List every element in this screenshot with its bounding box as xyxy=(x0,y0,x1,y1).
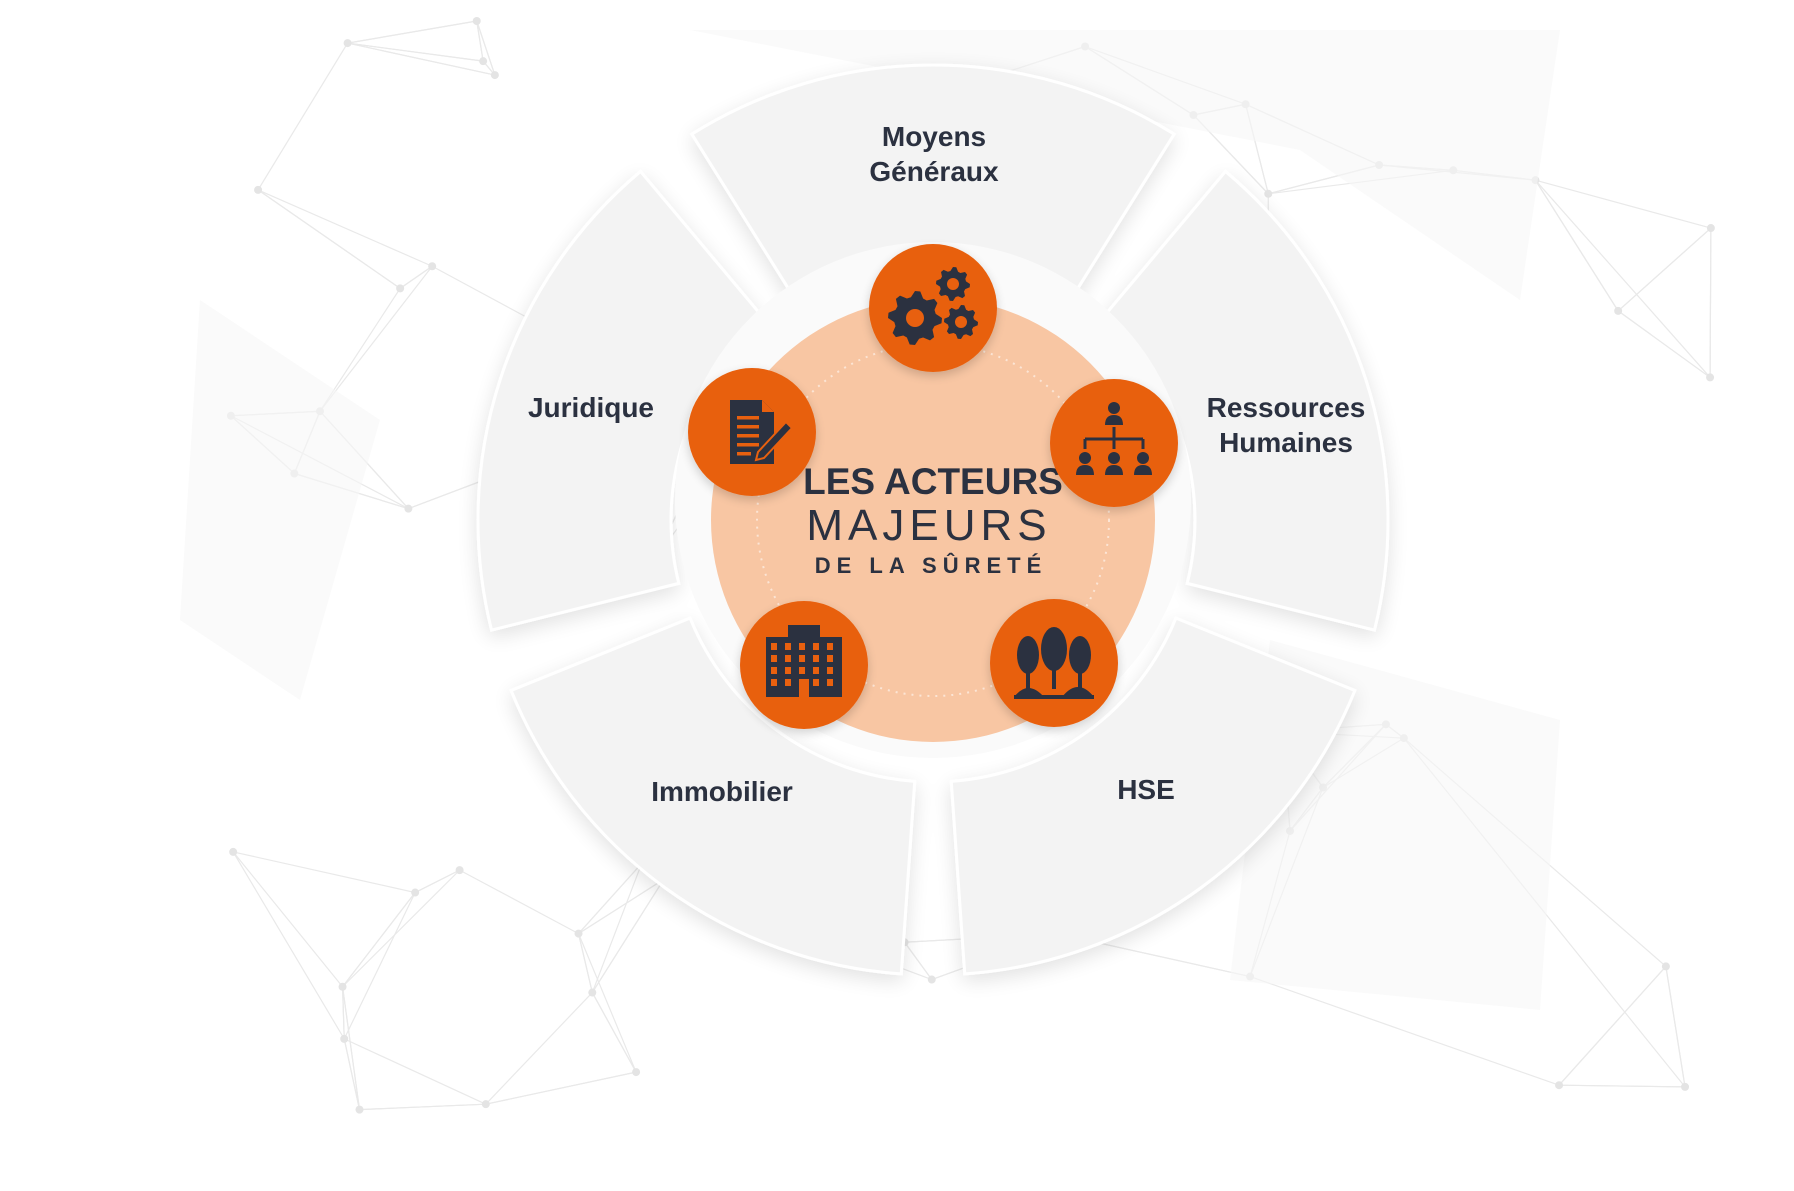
network-line xyxy=(348,43,484,61)
network-line xyxy=(579,863,642,933)
network-line xyxy=(344,1039,359,1110)
network-node xyxy=(404,505,412,513)
network-line xyxy=(360,1104,486,1109)
network-node xyxy=(356,1106,364,1114)
network-node xyxy=(340,1035,348,1043)
network-line xyxy=(344,1039,486,1104)
network-line xyxy=(415,870,459,892)
network-node xyxy=(575,930,583,938)
network-line xyxy=(1618,228,1711,311)
network-node xyxy=(254,186,262,194)
network-node xyxy=(588,989,596,997)
segment-label-line: HSE xyxy=(1117,774,1175,805)
network-node xyxy=(1555,1081,1563,1089)
center-title: LES ACTEURS MAJEURS DE LA SÛRETÉ xyxy=(803,461,1063,578)
icon-circle-immobilier xyxy=(740,601,868,729)
segment-label-line: Humaines xyxy=(1219,427,1353,458)
network-line xyxy=(579,879,664,933)
network-node xyxy=(411,889,419,897)
segment-label-line: Juridique xyxy=(528,392,654,423)
network-line xyxy=(1666,966,1685,1086)
network-node xyxy=(928,976,936,984)
network-node xyxy=(456,866,464,874)
network-line xyxy=(477,21,483,61)
network-node xyxy=(344,39,352,47)
segment-label-immobilier: Immobilier xyxy=(651,776,793,807)
network-line xyxy=(460,870,579,933)
title-line-3: DE LA SÛRETÉ xyxy=(815,553,1048,578)
network-node xyxy=(339,983,347,991)
network-line xyxy=(343,893,416,987)
network-line xyxy=(258,43,348,190)
network-node xyxy=(396,284,404,292)
icon-circle-juridique xyxy=(688,368,816,496)
title-line-1: LES ACTEURS xyxy=(803,461,1063,502)
network-node xyxy=(491,71,499,79)
segment-label-juridique: Juridique xyxy=(528,392,654,423)
network-line xyxy=(343,987,360,1110)
segment-label-line: Immobilier xyxy=(651,776,793,807)
segment-label-line: Généraux xyxy=(869,156,999,187)
network-node xyxy=(479,57,487,65)
network-node xyxy=(1681,1083,1689,1091)
segment-label-hse: HSE xyxy=(1117,774,1175,805)
network-line xyxy=(258,190,432,266)
network-line xyxy=(344,893,415,1039)
network-node xyxy=(428,262,436,270)
network-line xyxy=(343,870,460,987)
network-line xyxy=(1559,966,1666,1085)
network-line xyxy=(592,993,636,1073)
network-line xyxy=(1710,228,1711,377)
network-node xyxy=(1614,307,1622,315)
network-line xyxy=(1535,180,1710,377)
network-line xyxy=(348,21,477,43)
network-line xyxy=(400,266,432,288)
icon-circle-hse xyxy=(990,599,1118,727)
network-line xyxy=(486,1072,636,1104)
network-node xyxy=(632,1068,640,1076)
network-node xyxy=(1706,373,1714,381)
title-line-2: MAJEURS xyxy=(806,501,1051,550)
network-line xyxy=(258,190,400,288)
network-node xyxy=(229,848,237,856)
network-line xyxy=(486,993,592,1105)
segment-label-line: Moyens xyxy=(882,121,986,152)
network-line xyxy=(320,266,432,411)
network-node xyxy=(1707,224,1715,232)
network-line xyxy=(1559,1085,1685,1087)
network-line xyxy=(1618,311,1710,378)
network-node xyxy=(473,17,481,25)
icon-circle-ressources-humaines xyxy=(1050,379,1178,507)
network-line xyxy=(477,21,495,75)
network-node xyxy=(1264,190,1272,198)
network-line xyxy=(348,43,495,75)
network-node xyxy=(482,1100,490,1108)
trees-icon xyxy=(1014,627,1094,699)
network-line xyxy=(592,863,641,992)
network-node xyxy=(1662,962,1670,970)
network-shade xyxy=(180,300,380,700)
segment-label-line: Ressources xyxy=(1207,392,1366,423)
network-line xyxy=(592,879,663,992)
network-line xyxy=(233,852,344,1039)
icon-circle-moyens-generaux xyxy=(869,244,997,372)
